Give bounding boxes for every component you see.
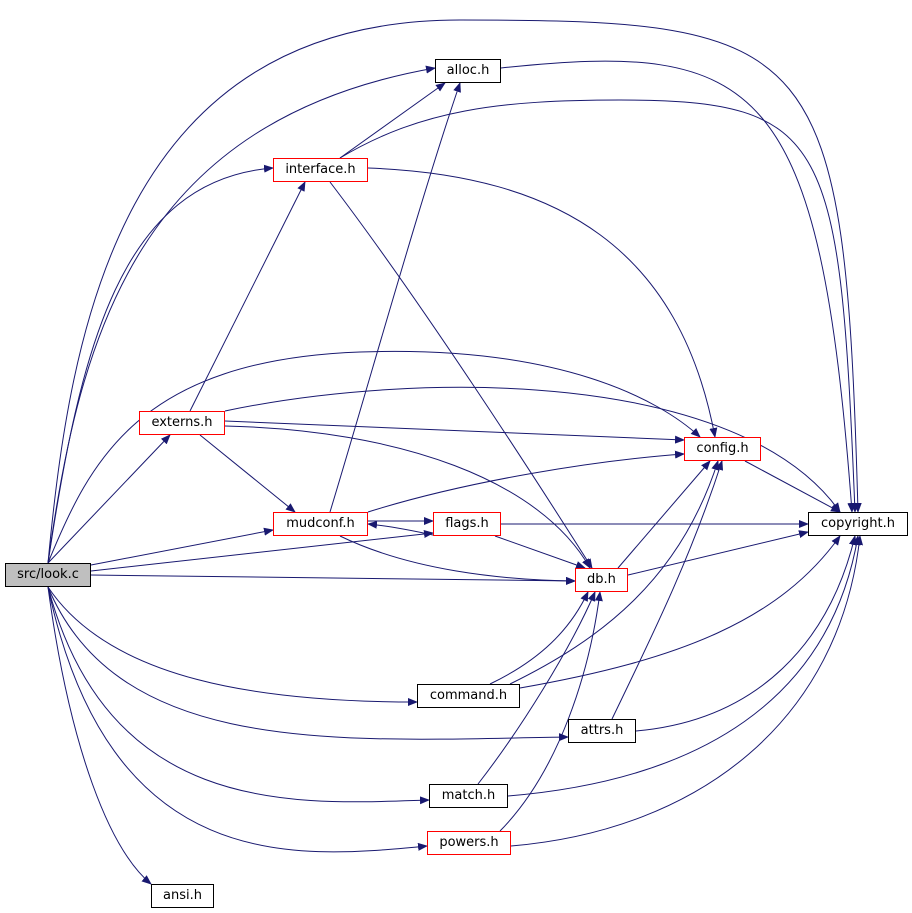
edge-attrs-to-config xyxy=(611,460,724,720)
edge-db-to-copyright xyxy=(627,530,809,576)
edge-interface-to-alloc xyxy=(339,82,446,159)
node-flags[interactable]: flags.h xyxy=(433,512,501,536)
node-command[interactable]: command.h xyxy=(417,684,520,708)
node-config[interactable]: config.h xyxy=(684,437,761,461)
edge-mudconf-to-db xyxy=(339,535,576,585)
edge-look-to-alloc xyxy=(47,65,436,564)
edge-look-to-copyright xyxy=(47,19,862,564)
node-attrs[interactable]: attrs.h xyxy=(568,719,636,743)
edge-externs-to-interface xyxy=(189,181,306,412)
node-powers[interactable]: powers.h xyxy=(427,831,511,855)
edge-flags-to-mudconf xyxy=(367,520,434,536)
edge-look-to-config xyxy=(47,350,701,564)
edge-look-to-command xyxy=(47,586,418,706)
edge-command-to-config xyxy=(509,460,720,685)
edge-look-to-externs xyxy=(47,434,171,564)
edge-powers-to-db xyxy=(499,591,603,832)
edge-look-to-powers xyxy=(47,586,428,853)
node-copyright[interactable]: copyright.h xyxy=(808,512,908,536)
edge-externs-to-mudconf xyxy=(199,434,296,513)
edge-look-to-match xyxy=(47,586,430,805)
edge-externs-to-copyright xyxy=(224,386,841,513)
edge-look-to-ansi xyxy=(47,586,152,885)
edge-flags-to-db xyxy=(494,535,586,569)
edge-alloc-to-copyright xyxy=(500,60,856,513)
edge-externs-to-db xyxy=(224,425,591,569)
edge-look-to-interface xyxy=(47,164,274,564)
edge-powers-to-copyright xyxy=(510,535,863,847)
edge-look-to-attrs xyxy=(47,586,569,742)
edge-command-to-db xyxy=(489,591,589,685)
edge-look-to-db xyxy=(90,574,576,585)
edge-attrs-to-copyright xyxy=(635,535,857,732)
edge-look-to-flags xyxy=(90,530,434,572)
edge-interface-to-copyright xyxy=(339,99,859,513)
node-look: src/look.c xyxy=(5,563,91,587)
edge-match-to-db xyxy=(477,591,596,785)
node-mudconf[interactable]: mudconf.h xyxy=(273,512,368,536)
edge-config-to-copyright xyxy=(744,460,841,513)
node-interface[interactable]: interface.h xyxy=(273,158,368,182)
edge-look-to-mudconf xyxy=(90,527,274,566)
node-db[interactable]: db.h xyxy=(575,568,628,592)
node-match[interactable]: match.h xyxy=(429,784,508,808)
edge-mudconf-to-config xyxy=(367,450,685,513)
edge-interface-to-config xyxy=(367,167,718,438)
edge-interface-to-db xyxy=(329,181,593,569)
edge-externs-to-config xyxy=(224,420,685,444)
edge-db-to-config xyxy=(617,460,711,569)
edge-mudconf-to-alloc xyxy=(329,82,461,513)
node-ansi[interactable]: ansi.h xyxy=(151,884,214,908)
node-externs[interactable]: externs.h xyxy=(139,411,225,435)
node-alloc[interactable]: alloc.h xyxy=(435,59,501,83)
edge-match-to-copyright xyxy=(507,535,861,797)
edge-command-to-copyright xyxy=(519,535,841,689)
